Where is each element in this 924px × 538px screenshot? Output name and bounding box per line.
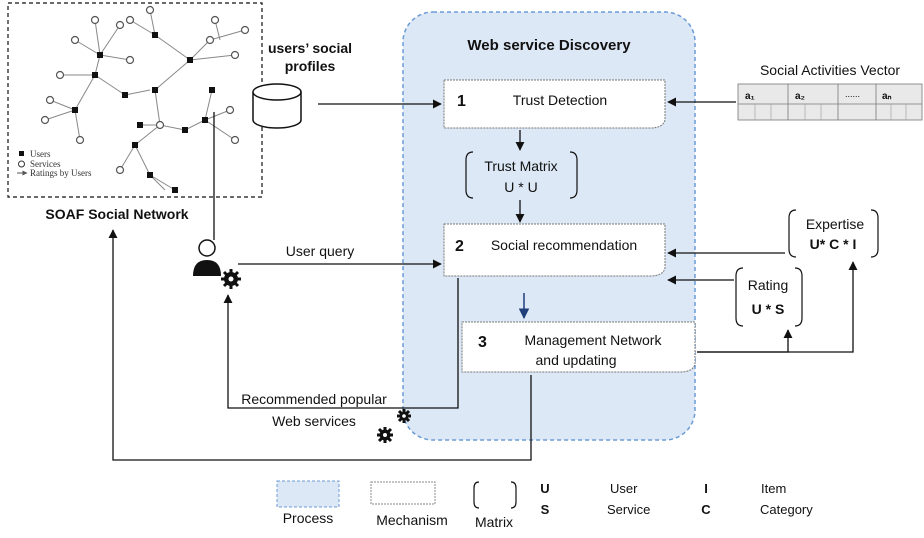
step1-box — [443, 79, 666, 129]
expertise-formula: U* C * I — [810, 236, 857, 252]
legend-services-icon — [18, 160, 25, 168]
legend-code-c: C — [701, 502, 711, 517]
legend-users-label: Users — [30, 149, 51, 159]
flow-arrows — [108, 97, 858, 461]
user-query-label: User query — [286, 243, 354, 259]
legend-matrix-bracket-left — [473, 481, 480, 509]
recommended-line1: Recommended popular — [241, 391, 387, 407]
profiles-label-line1: users’ social — [268, 40, 352, 56]
social-network-graph — [44, 9, 246, 191]
legend-name-category: Category — [760, 502, 813, 517]
legend-name-service: Service — [607, 502, 650, 517]
step1-number: 1 — [457, 93, 466, 110]
step3-number: 3 — [478, 334, 487, 351]
user-gear-icon — [193, 239, 241, 289]
legend-services-label: Services — [30, 159, 61, 169]
legend-name-user: User — [610, 481, 638, 496]
legend-code-s: S — [541, 502, 550, 517]
step2-number: 2 — [455, 238, 464, 255]
step2-label: Social recommendation — [491, 237, 637, 253]
legend-name-item: Item — [761, 481, 786, 496]
expertise-bracket-right — [870, 209, 879, 258]
rating-bracket-left — [735, 267, 744, 327]
trust-matrix-title: Trust Matrix — [484, 158, 557, 174]
legend-mechanism-label: Mechanism — [376, 512, 448, 528]
step3-label-line1: Management Network — [525, 332, 663, 348]
legend-ratings-label: Ratings by Users — [30, 168, 92, 178]
activities-vector-table — [737, 83, 923, 121]
network-caption: SOAF Social Network — [45, 206, 188, 222]
step2-box — [443, 223, 666, 277]
legend-users-icon — [19, 151, 24, 156]
activity-cell-2: a₂ — [795, 91, 805, 102]
rating-title: Rating — [748, 277, 788, 293]
legend-code-u: U — [540, 481, 549, 496]
rating-formula: U * S — [752, 301, 785, 317]
profiles-label-line2: profiles — [285, 58, 336, 74]
recommended-line2: Web services — [272, 413, 356, 429]
step3-label-line2: and updating — [536, 352, 617, 368]
trust-matrix-formula: U * U — [504, 179, 537, 195]
activity-cell-1: a₁ — [745, 91, 755, 102]
gears-icon — [377, 409, 411, 443]
legend-mechanism-swatch — [370, 481, 436, 505]
legend-code-i: I — [704, 481, 708, 496]
step1-label: Trust Detection — [513, 92, 607, 108]
activities-title: Social Activities Vector — [760, 62, 900, 78]
trust-matrix-bracket-right — [569, 151, 578, 199]
service-nodes — [40, 5, 250, 175]
trust-matrix-bracket-left — [465, 151, 474, 199]
user-nodes — [72, 32, 215, 193]
process-title: Web service Discovery — [467, 37, 631, 54]
activity-subcells — [754, 104, 907, 120]
activity-cell-3: ...... — [845, 89, 860, 99]
legend-matrix-bracket-right — [510, 481, 517, 509]
rating-bracket-right — [794, 267, 803, 327]
database-icon — [252, 83, 302, 129]
expertise-title: Expertise — [806, 216, 865, 232]
expertise-bracket-left — [788, 209, 797, 258]
legend-process-swatch — [276, 480, 340, 508]
step3-box — [461, 321, 696, 373]
legend-process-label: Process — [283, 510, 334, 526]
activity-cell-4: aₙ — [882, 91, 892, 102]
legend-matrix-label: Matrix — [475, 514, 513, 530]
